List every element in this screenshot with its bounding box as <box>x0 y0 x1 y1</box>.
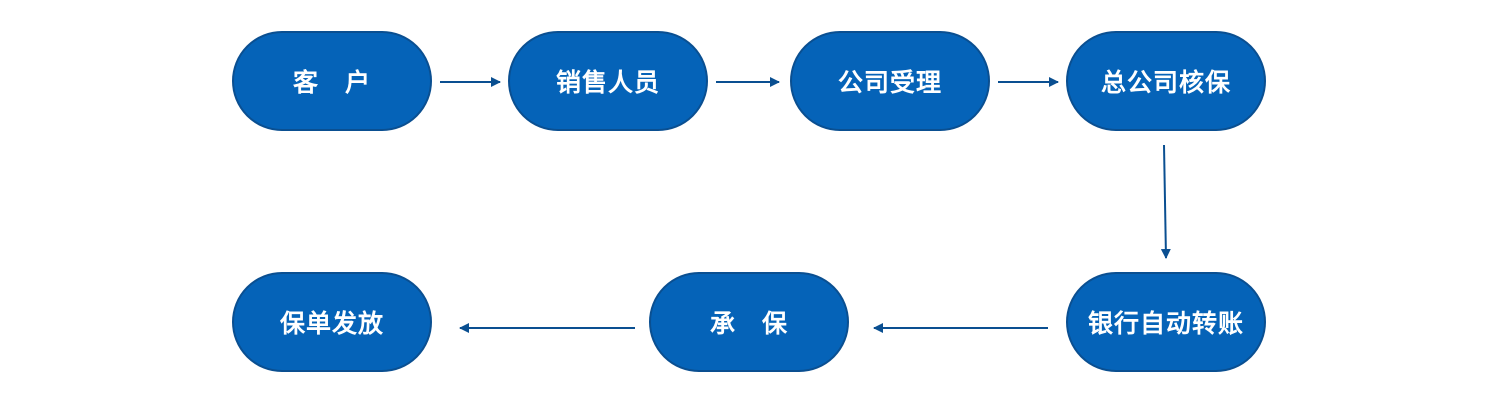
node-company-accept-label: 公司受理 <box>837 68 942 97</box>
node-bank-transfer-label: 银行自动转账 <box>1087 309 1244 338</box>
node-bank-transfer: 银行自动转账 <box>1066 272 1266 372</box>
node-hq-review-label: 总公司核保 <box>1100 68 1231 97</box>
node-customer: 客 户 <box>232 31 432 131</box>
node-underwrite-label: 承 保 <box>709 309 788 338</box>
node-sales-label: 销售人员 <box>555 68 660 97</box>
node-sales: 销售人员 <box>508 31 708 131</box>
node-hq-review: 总公司核保 <box>1066 31 1266 131</box>
node-company-accept: 公司受理 <box>790 31 990 131</box>
node-customer-label: 客 户 <box>292 68 371 97</box>
node-policy-issue: 保单发放 <box>232 272 432 372</box>
node-policy-issue-label: 保单发放 <box>279 309 384 338</box>
arrow-hq-review-to-bank-transfer <box>1160 144 1171 259</box>
node-underwrite: 承 保 <box>649 272 849 372</box>
